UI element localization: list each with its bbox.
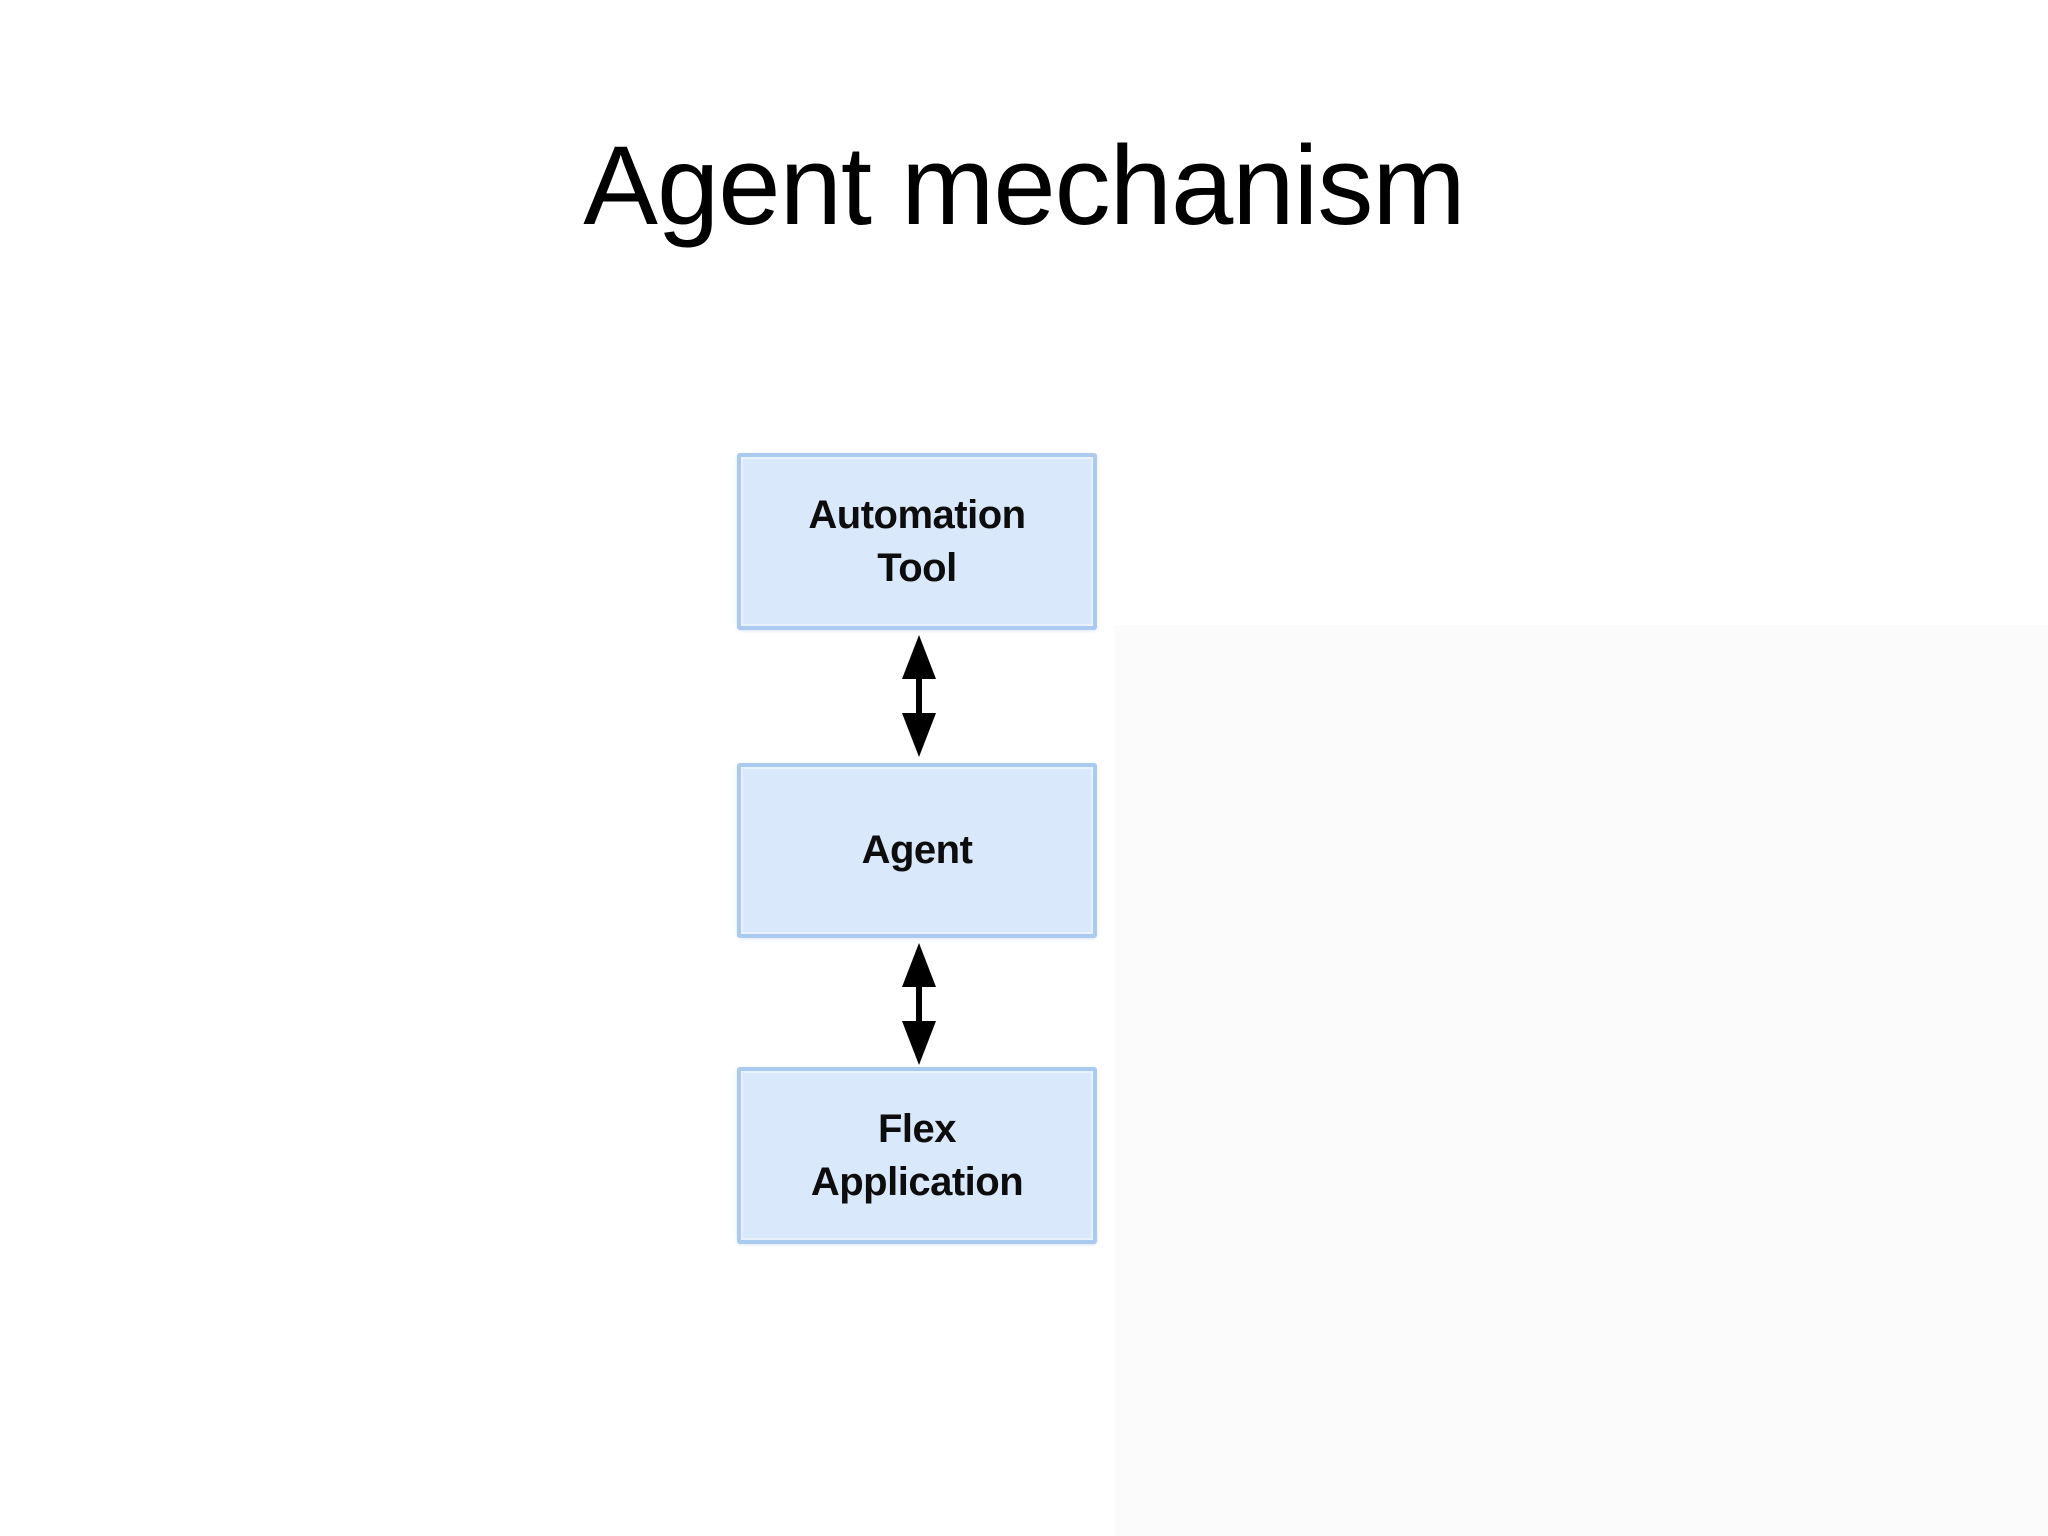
agent-label: Agent [861, 828, 973, 873]
flex-application-label: Flex Application [810, 1106, 1024, 1204]
double-arrow-icon [902, 635, 936, 757]
arrow-head-down [902, 713, 936, 757]
arrow-head-up [902, 635, 936, 679]
diagram-box-flex-application: Flex Application [737, 1067, 1097, 1244]
arrow-head-down [902, 1021, 936, 1065]
automation-tool-label: Automation Tool [808, 492, 1026, 590]
slide-title: Agent mechanism [583, 123, 1465, 248]
diagram-box-agent: Agent [737, 763, 1097, 938]
double-arrow-icon [902, 943, 936, 1065]
arrow-head-up [902, 943, 936, 987]
arrow-shaft [916, 980, 922, 1028]
arrow-shaft [916, 672, 922, 720]
picture-background-region [1115, 625, 2048, 1536]
diagram-box-automation-tool: Automation Tool [737, 453, 1097, 630]
